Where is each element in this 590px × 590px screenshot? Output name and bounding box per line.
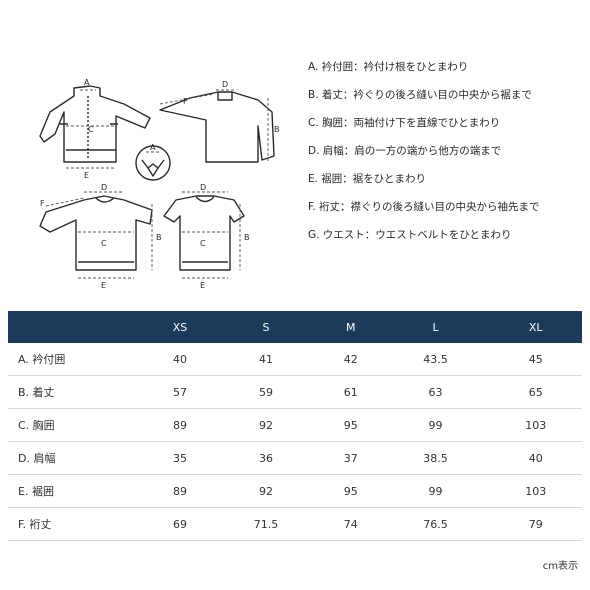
cell-value: 38.5: [381, 441, 490, 475]
cell-value: 103: [489, 474, 582, 508]
table-header-row: XS S M L XL: [8, 311, 582, 343]
cell-value: 40: [489, 441, 582, 475]
cell-value: 61: [319, 375, 382, 409]
legend-item-e: E. 裾囲：裾をひとまわり: [308, 173, 426, 185]
cell-value: 69: [148, 507, 212, 541]
cell-value: 103: [489, 408, 582, 442]
legend-item-g: G. ウエスト：ウエストベルトをひとまわり: [308, 229, 512, 241]
size-table: XS S M L XL A. 衿付囲 40 41 42 43.5 45 B. 着…: [8, 311, 582, 541]
cell-value: 89: [148, 408, 212, 442]
table-row: F. 裄丈 69 71.5 74 76.5 79: [8, 507, 582, 541]
cell-value: 92: [212, 474, 320, 508]
diagram-letter-f-longsleeve: F: [40, 199, 45, 208]
cell-value: 71.5: [212, 507, 320, 541]
legend-item-d: D. 肩幅：肩の一方の端から他方の端まで: [308, 145, 502, 157]
table-row: A. 衿付囲 40 41 42 43.5 45: [8, 343, 582, 376]
diagram-letter-b-longsleeve: B: [156, 233, 162, 242]
longsleeve-shirt-illustration: [39, 195, 153, 271]
cell-value: 99: [381, 408, 490, 442]
diagram-letter-e-tshirt: E: [200, 281, 205, 290]
collar-detail-illustration: [135, 145, 171, 181]
diagram-letter-a: A: [84, 78, 90, 87]
cell-value: 37: [319, 441, 382, 475]
cell-value: 45: [489, 343, 582, 376]
cell-value: 63: [381, 375, 490, 409]
measurement-legend: A. 衿付囲：衿付け根をひとまわり B. 着丈：衿ぐりの後ろ縫い目の中央から裾ま…: [308, 60, 588, 256]
legend-item-c: C. 胸囲：両袖付け下を直線でひとまわり: [308, 117, 501, 129]
cell-value: 40: [148, 343, 212, 376]
cell-value: 36: [212, 441, 320, 475]
header-size-xs: XS: [148, 311, 212, 343]
jacket-back-illustration: [159, 91, 275, 163]
measurement-diagram: A C E F D B A D F C E B D C E B: [39, 78, 280, 290]
diagram-letter-c-longsleeve: C: [101, 239, 107, 248]
cell-value: 95: [319, 474, 382, 508]
diagram-letter-c: C: [88, 125, 94, 134]
table-row: D. 肩幅 35 36 37 38.5 40: [8, 441, 582, 475]
diagram-letter-c-tshirt: C: [200, 239, 206, 248]
diagram-letter-d-tshirt: D: [200, 183, 206, 192]
cell-value: 43.5: [381, 343, 490, 376]
cell-value: 41: [212, 343, 320, 376]
cell-value: 89: [148, 474, 212, 508]
diagram-letter-d-longsleeve: D: [101, 183, 107, 192]
cell-value: 95: [319, 408, 382, 442]
diagram-letter-a-detail: A: [150, 143, 156, 152]
cell-value: 59: [212, 375, 320, 409]
legend-item-b: B. 着丈：衿ぐりの後ろ縫い目の中央から裾まで: [308, 89, 532, 101]
tshirt-illustration: [163, 195, 245, 271]
cell-value: 42: [319, 343, 382, 376]
diagram-letter-e-longsleeve: E: [101, 281, 106, 290]
legend-item-a: A. 衿付囲：衿付け根をひとまわり: [308, 61, 469, 73]
row-label: E. 裾囲: [8, 474, 148, 508]
row-label: C. 胸囲: [8, 408, 148, 442]
diagram-letter-f: F: [183, 97, 188, 106]
table-row: C. 胸囲 89 92 95 99 103: [8, 408, 582, 442]
diagram-letter-b: B: [274, 125, 280, 134]
cell-value: 35: [148, 441, 212, 475]
cell-value: 57: [148, 375, 212, 409]
row-label: F. 裄丈: [8, 507, 148, 541]
diagram-letter-e: E: [84, 171, 89, 180]
row-label: D. 肩幅: [8, 441, 148, 475]
cell-value: 79: [489, 507, 582, 541]
diagram-letter-d: D: [222, 80, 228, 89]
row-label: A. 衿付囲: [8, 343, 148, 376]
header-size-xl: XL: [489, 311, 582, 343]
jacket-front-illustration: [39, 85, 151, 163]
row-label: B. 着丈: [8, 375, 148, 409]
legend-item-f: F. 裄丈：襟ぐりの後ろ縫い目の中央から袖先まで: [308, 201, 540, 213]
header-size-l: L: [381, 311, 490, 343]
cell-value: 76.5: [381, 507, 490, 541]
diagram-letter-b-tshirt: B: [244, 233, 250, 242]
cell-value: 74: [319, 507, 382, 541]
cell-value: 92: [212, 408, 320, 442]
cell-value: 65: [489, 375, 582, 409]
header-size-m: M: [319, 311, 382, 343]
unit-note: cm表示: [542, 561, 578, 572]
table-row: E. 裾囲 89 92 95 99 103: [8, 474, 582, 508]
header-size-s: S: [212, 311, 320, 343]
table-row: B. 着丈 57 59 61 63 65: [8, 375, 582, 409]
header-empty-cell: [8, 311, 148, 343]
cell-value: 99: [381, 474, 490, 508]
